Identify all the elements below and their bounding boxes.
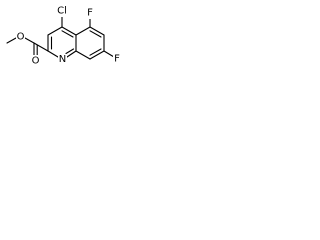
bond-c2-n1 [47, 50, 59, 58]
bond-c2-ccarbonyl [33, 42, 49, 52]
fluorine-atom-label-5: F [87, 8, 93, 19]
chlorine-atom-label: Cl [57, 6, 67, 17]
benzene-ring-bonds [75, 26, 105, 60]
atom-labels: Cl F F O O N [16, 6, 121, 67]
bond-c4a-c4 [61, 26, 77, 36]
bond-c7-f [103, 50, 115, 58]
bond-c8-c8a [75, 50, 91, 60]
substituent-bonds [6, 16, 115, 58]
carbonyl-oxygen-atom-label: O [32, 56, 40, 67]
bond-c4a-c5 [75, 26, 91, 36]
bond-oester-methyl [6, 37, 17, 44]
bond-c7-c8 [89, 50, 105, 60]
fluorine-atom-label-7: F [114, 54, 120, 65]
pyridine-ring-bonds [47, 26, 77, 58]
bond-c5-c6-double [89, 30, 102, 38]
bond-n1-c8a-double [65, 48, 75, 55]
bond-c4-c3 [47, 26, 63, 36]
bond-c4a-c4-double [61, 30, 74, 38]
ester-oxygen-atom-label: O [17, 32, 25, 43]
bond-c5-c6 [89, 26, 105, 36]
bond-c7-c8-double [89, 48, 102, 56]
bond-ccarbonyl-oester [24, 37, 35, 44]
nitrogen-atom-label: N [59, 54, 66, 65]
bond-n1-c8a [66, 50, 77, 58]
chemical-structure: Cl F F O O N [6, 6, 121, 67]
